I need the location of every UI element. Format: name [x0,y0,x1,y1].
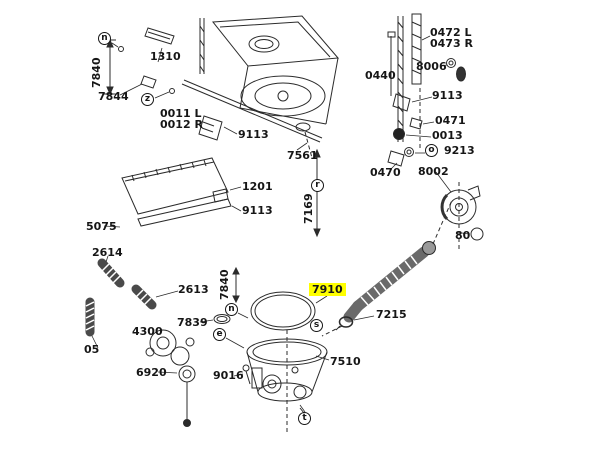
callout-t: t [298,412,311,425]
callout-r: r [311,179,324,192]
part-label-1201: 1201 [242,180,273,193]
dimension-lines [104,38,321,304]
part-label-9113: 9113 [432,89,463,102]
callout-n: n [225,303,238,316]
drain-6920-drawing [157,364,251,427]
part-label-7844: 7844 [98,90,129,103]
part-label-0440: 0440 [365,69,396,82]
part-label-6920: 6920 [136,366,167,379]
right-frame-drawing [397,13,431,150]
part-label-0012-r: 0012 R [160,118,203,131]
part-label-0473-r: 0473 R [430,37,473,50]
part-label-8006: 8006 [416,60,447,73]
part-label-4300: 4300 [132,325,163,338]
part-label-0471: 0471 [435,114,466,127]
right-parts-drawing [387,31,484,252]
door-panel-drawing [103,157,242,228]
pump-4300-drawing [145,329,195,366]
part-label-0013: 0013 [432,129,463,142]
sump-assembly-drawing [246,291,330,432]
part-label-0470: 0470 [370,166,401,179]
part-label-7839: 7839 [177,316,208,329]
part-label-5075: 5075 [86,220,117,233]
part-label-7510: 7510 [330,355,361,368]
tub-drawing [199,15,340,159]
callout-n: n [98,32,111,45]
part-label-7561: 7561 [287,149,318,162]
gasket-7839-drawing [199,312,249,349]
part-label-2613: 2613 [178,283,209,296]
part-label-9213: 9213 [444,144,475,157]
part-label-80: 80 [455,229,471,242]
part-label-7840: 7840 [90,57,103,88]
part-label-7910: 7910 [309,283,346,296]
part-label-9016: 9016 [213,369,244,382]
callout-s: s [310,319,323,332]
part-label-9113: 9113 [242,204,273,217]
part-label-7215: 7215 [376,308,407,321]
callout-z: z [141,93,154,106]
part-label-05: 05 [84,343,100,356]
spring-parts [85,255,179,349]
part-label-0472-l: 0472 L [430,26,472,39]
trim-strip-drawing [181,79,323,151]
part-label-7840: 7840 [218,269,231,300]
small-parts-top-left [111,27,238,141]
part-label-8002: 8002 [418,165,449,178]
part-label-0011-l: 0011 L [160,107,202,120]
part-label-7169: 7169 [302,193,315,224]
hose-drawing [321,199,453,337]
callout-o: o [425,144,438,157]
callout-e: e [213,328,226,341]
part-label-1310: 1310 [150,50,181,63]
part-label-2614: 2614 [92,246,123,259]
part-label-9113: 9113 [238,128,269,141]
